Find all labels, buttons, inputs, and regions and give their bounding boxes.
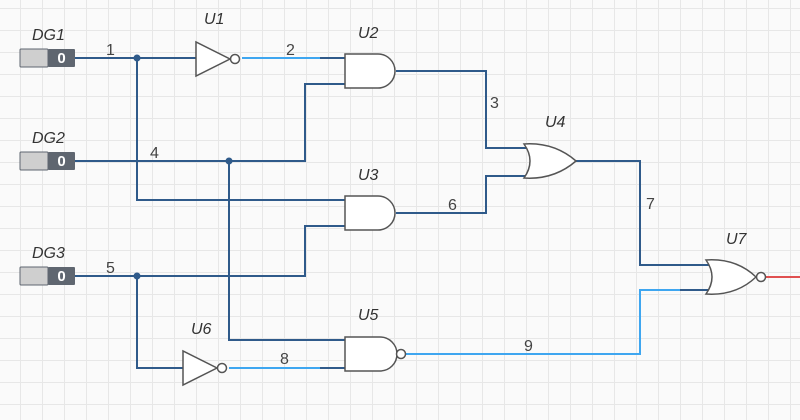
gate-u2-label: U2	[358, 25, 379, 42]
inversion-bubble	[216, 362, 228, 374]
or-gate-icon[interactable]	[522, 143, 578, 179]
gate-u4-label: U4	[545, 114, 566, 131]
toggle-switch-body[interactable]	[19, 48, 49, 68]
wire-net-9[interactable]	[406, 289, 680, 355]
not-gate-icon[interactable]	[182, 349, 219, 387]
input-dg3-value: 0	[57, 268, 65, 285]
net-label-1: 1	[106, 42, 115, 59]
and-gate-icon[interactable]	[344, 53, 396, 89]
net-label-7: 7	[646, 196, 655, 213]
toggle-switch-state[interactable]	[48, 152, 75, 170]
junction-dot	[225, 157, 233, 165]
net-label-6: 6	[448, 197, 457, 214]
gate-u5-nand[interactable]: U5	[344, 307, 407, 372]
wire-net-3[interactable]	[396, 70, 528, 149]
wire-net-5[interactable]	[75, 225, 345, 369]
input-dg2-value: 0	[57, 153, 65, 170]
junctions	[133, 54, 233, 280]
gate-u7-label: U7	[726, 231, 748, 248]
input-dg3[interactable]: DG3 0	[19, 245, 75, 286]
toggle-switch-body[interactable]	[19, 266, 49, 286]
gate-u7-nor[interactable]: U7	[704, 231, 767, 295]
net-label-3: 3	[490, 95, 499, 112]
inversion-bubble	[395, 348, 407, 360]
gate-u4-or[interactable]: U4	[522, 114, 578, 179]
wire-net-7[interactable]	[576, 160, 710, 266]
gate-u6-label: U6	[191, 321, 212, 338]
net-label-4: 4	[150, 145, 159, 162]
inversion-bubble	[755, 271, 767, 283]
gate-u5-label: U5	[358, 307, 379, 324]
wires	[75, 57, 800, 369]
gate-u3-label: U3	[358, 167, 379, 184]
not-gate-icon[interactable]	[195, 40, 232, 78]
nand-gate-icon[interactable]	[344, 336, 398, 372]
toggle-switch-state[interactable]	[48, 49, 75, 67]
input-dg1-value: 0	[57, 50, 65, 67]
net-label-2: 2	[286, 42, 295, 59]
net-label-9: 9	[524, 338, 533, 355]
wire-net-6[interactable]	[396, 175, 528, 214]
input-dg2[interactable]: DG2 0	[19, 130, 75, 171]
net-label-8: 8	[280, 351, 289, 368]
net-labels: 1 2 3 4 5 6 7 8 9	[106, 42, 655, 368]
junction-dot	[133, 272, 141, 280]
net-label-5: 5	[106, 260, 115, 277]
junction-dot	[133, 54, 141, 62]
gate-u3-and[interactable]: U3	[344, 167, 396, 231]
input-dg2-label: DG2	[32, 130, 65, 147]
input-dg1[interactable]: DG1 0	[19, 27, 75, 68]
and-gate-icon[interactable]	[344, 195, 396, 231]
input-dg1-label: DG1	[32, 27, 65, 44]
toggle-switch-state[interactable]	[48, 267, 75, 285]
inversion-bubble	[229, 53, 241, 65]
gate-u6-not[interactable]: U6	[182, 321, 228, 387]
input-dg3-label: DG3	[32, 245, 65, 262]
gate-u1-not[interactable]: U1	[195, 11, 241, 78]
toggle-switch-body[interactable]	[19, 151, 49, 171]
wire-net-4[interactable]	[75, 83, 345, 341]
nor-gate-icon[interactable]	[704, 259, 758, 295]
gate-u1-label: U1	[204, 11, 224, 28]
gate-u2-and[interactable]: U2	[344, 25, 396, 89]
